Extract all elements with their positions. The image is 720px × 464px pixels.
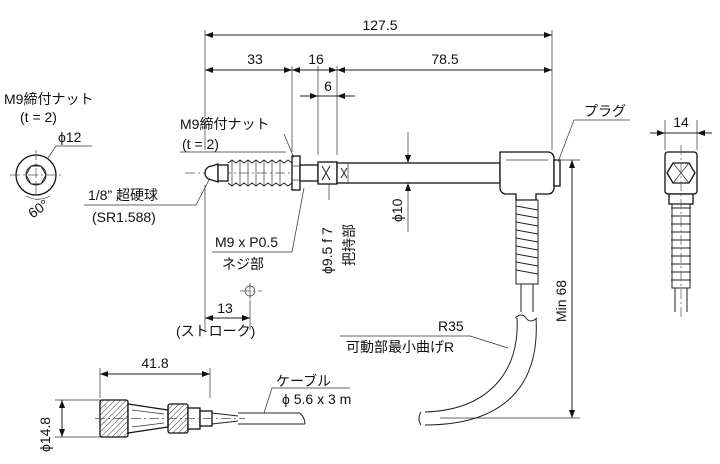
thread-top bbox=[227, 159, 295, 164]
cable-label: ケーブル bbox=[276, 373, 331, 389]
connector-length-label: 41.8 bbox=[141, 355, 168, 371]
arrowhead bbox=[205, 67, 213, 73]
arrowhead bbox=[205, 32, 213, 38]
thread-bottom bbox=[227, 182, 295, 187]
cable-inner-edge bbox=[424, 317, 537, 426]
min-length-dimension: Min 68 bbox=[440, 159, 580, 419]
plug-width-label: 14 bbox=[673, 114, 689, 130]
grip-section bbox=[317, 161, 338, 185]
arrowhead bbox=[337, 93, 345, 99]
bent-cable: R35 可動部最小曲げR bbox=[340, 314, 538, 426]
arrowhead bbox=[202, 371, 210, 377]
arrowhead bbox=[205, 315, 213, 321]
grip-width-label: 6 bbox=[324, 78, 332, 94]
arrowhead bbox=[544, 67, 552, 73]
arrowhead bbox=[569, 160, 575, 168]
thread-label: M9 x P0.5 bbox=[215, 234, 278, 250]
connector: 41.8 ϕ14.8 ケーブル ϕ 5.6 x 3 m bbox=[37, 355, 351, 452]
probe-side-view: ϕ10 bbox=[185, 132, 561, 312]
front-length-label: 33 bbox=[247, 51, 263, 67]
arrowhead bbox=[329, 67, 337, 73]
arrowhead bbox=[569, 410, 575, 418]
shaft bbox=[299, 164, 319, 182]
connector-taper bbox=[211, 412, 239, 425]
cross-mark-icon bbox=[340, 167, 348, 179]
leader-line bbox=[47, 145, 57, 159]
nut-detail-thickness: (t = 2) bbox=[20, 109, 57, 125]
arrowhead bbox=[405, 183, 411, 191]
grip-fit-label: ϕ9.5 f 7 bbox=[319, 227, 335, 274]
leader-line bbox=[291, 187, 305, 253]
cable-break-icon bbox=[418, 411, 422, 426]
stroke-dimension: 13 (ストローク) bbox=[176, 185, 262, 339]
bend-label: 可動部最小曲げR bbox=[346, 339, 454, 355]
top-dimensions: 127.5 33 16 78.5 6 bbox=[204, 17, 553, 155]
body-length-label: 78.5 bbox=[431, 51, 458, 67]
arrowhead bbox=[100, 371, 108, 377]
m9-nut bbox=[291, 155, 301, 191]
leader-line bbox=[263, 387, 273, 414]
connector-detail bbox=[131, 409, 165, 428]
arrowhead bbox=[242, 315, 250, 321]
min-length-label: Min 68 bbox=[553, 280, 569, 322]
leader-line bbox=[469, 335, 509, 349]
nut-detail: M9締付ナット (t = 2) ϕ12 60° bbox=[4, 91, 93, 221]
grip-mark-icon bbox=[321, 165, 331, 181]
strain-relief-ribs bbox=[515, 205, 539, 275]
arrowhead bbox=[59, 400, 65, 408]
tip-collar bbox=[217, 164, 229, 182]
probe-labels: M9締付ナット (t = 2) 1/8” 超硬球 (SR1.588) M9 x … bbox=[84, 103, 630, 274]
strain-relief bbox=[515, 199, 539, 285]
leader-line bbox=[283, 133, 295, 159]
arrowhead bbox=[544, 32, 552, 38]
ball-tip bbox=[204, 163, 219, 183]
cable-outer-edge bbox=[424, 317, 518, 413]
bend-radius-label: R35 bbox=[438, 318, 464, 334]
arrowhead bbox=[337, 67, 345, 73]
leader-line bbox=[557, 119, 575, 163]
stroke-label: (ストローク) bbox=[176, 323, 255, 339]
angle-arc bbox=[25, 195, 51, 200]
cable-break-icon bbox=[299, 412, 306, 425]
arrowhead bbox=[405, 155, 411, 163]
nut-hole-diameter-label: ϕ12 bbox=[58, 129, 82, 145]
thread-part-label: ネジ部 bbox=[222, 256, 264, 272]
arrowhead bbox=[657, 130, 665, 136]
body-diameter-label: ϕ10 bbox=[389, 198, 405, 222]
arrowhead bbox=[59, 429, 65, 437]
arrowhead bbox=[310, 93, 318, 99]
connector-diameter-label: ϕ14.8 bbox=[37, 417, 53, 452]
thread-crests bbox=[231, 160, 281, 186]
arrowhead bbox=[697, 130, 705, 136]
nut-thickness: (t = 2) bbox=[182, 136, 219, 152]
stroke-value: 13 bbox=[217, 300, 233, 316]
cable-break-icon bbox=[514, 314, 538, 322]
leader-line bbox=[195, 177, 211, 206]
overall-length-label: 127.5 bbox=[362, 17, 397, 33]
elbow-housing bbox=[499, 151, 555, 201]
grip-part-label: 把持部 bbox=[341, 224, 357, 266]
ball-radius-label: (SR1.588) bbox=[92, 209, 156, 225]
nut-angle-label: 60° bbox=[25, 196, 52, 221]
plug-cap bbox=[553, 159, 561, 187]
plug-end-view: 14 bbox=[650, 114, 712, 320]
nut-title: M9締付ナット bbox=[180, 116, 269, 132]
arrowhead bbox=[284, 67, 292, 73]
plug-label: プラグ bbox=[584, 103, 626, 119]
nut-detail-title: M9締付ナット bbox=[4, 91, 93, 107]
nut-to-grip-label: 16 bbox=[308, 51, 324, 67]
ball-label: 1/8” 超硬球 bbox=[88, 187, 158, 203]
probe-body bbox=[336, 162, 501, 184]
arrowhead bbox=[292, 67, 300, 73]
cable-size-label: ϕ 5.6 x 3 m bbox=[282, 391, 351, 407]
